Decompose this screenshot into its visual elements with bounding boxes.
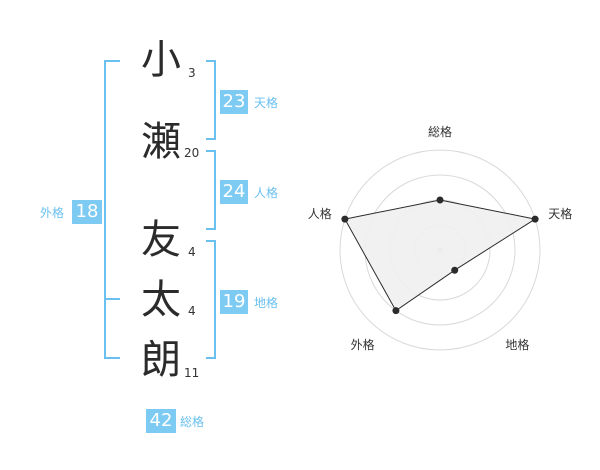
soukaku-value: 42 <box>146 409 176 433</box>
radar-point-1 <box>436 196 444 204</box>
radar-grid-ring <box>339 149 541 351</box>
jinkaku-bracket-bottom <box>206 228 216 230</box>
tenkaku-value: 23 <box>220 90 248 114</box>
radar-point-5 <box>341 215 349 223</box>
chikaku-value: 19 <box>220 290 248 314</box>
radar-axis-label-1: 総格 <box>428 125 453 139</box>
radar-axis-label-4: 外格 <box>350 338 375 353</box>
stroke-count-2: 20 <box>184 146 200 160</box>
jinkaku-bracket-top <box>206 150 216 152</box>
stroke-count-4: 4 <box>188 304 196 318</box>
stroke-count-3: 4 <box>188 245 196 259</box>
tenkaku-bracket <box>214 60 216 140</box>
gaikaku-bracket-bottom <box>104 357 120 359</box>
radar-point-2 <box>531 215 539 223</box>
radar-axis-label-2: 天格 <box>548 206 573 221</box>
stroke-count-1: 3 <box>188 66 196 80</box>
gaikaku-bracket-mid <box>104 298 120 300</box>
jinkaku-label: 人格 <box>254 186 279 200</box>
gaikaku-bracket-top <box>104 60 120 62</box>
gaikaku-label: 外格 <box>40 206 65 220</box>
radar-axis-label-5: 人格 <box>307 206 332 221</box>
gaikaku-value: 18 <box>72 200 102 224</box>
radar-point-3 <box>451 266 459 274</box>
radar-axis-label-3: 地格 <box>505 338 530 353</box>
stroke-count-5: 11 <box>184 366 200 380</box>
name-char-4: 太 <box>141 277 181 323</box>
name-char-3: 友 <box>141 217 181 263</box>
jinkaku-bracket <box>214 150 216 230</box>
tenkaku-label: 天格 <box>254 96 279 110</box>
chikaku-bracket-bottom <box>206 357 216 359</box>
jinkaku-value: 24 <box>220 180 248 204</box>
chikaku-bracket <box>214 240 216 358</box>
tenkaku-bracket-top <box>206 60 216 62</box>
soukaku-label: 総格 <box>180 415 205 429</box>
gaikaku-bracket <box>104 60 106 358</box>
radar-point-4 <box>392 307 400 315</box>
name-char-2: 瀬 <box>141 119 181 165</box>
tenkaku-bracket-bottom <box>206 138 216 140</box>
chikaku-bracket-top <box>206 240 216 242</box>
radar-series-polygon <box>344 199 537 312</box>
name-char-5: 朗 <box>141 337 181 383</box>
chikaku-label: 地格 <box>254 296 279 310</box>
name-char-1: 小 <box>141 37 181 83</box>
